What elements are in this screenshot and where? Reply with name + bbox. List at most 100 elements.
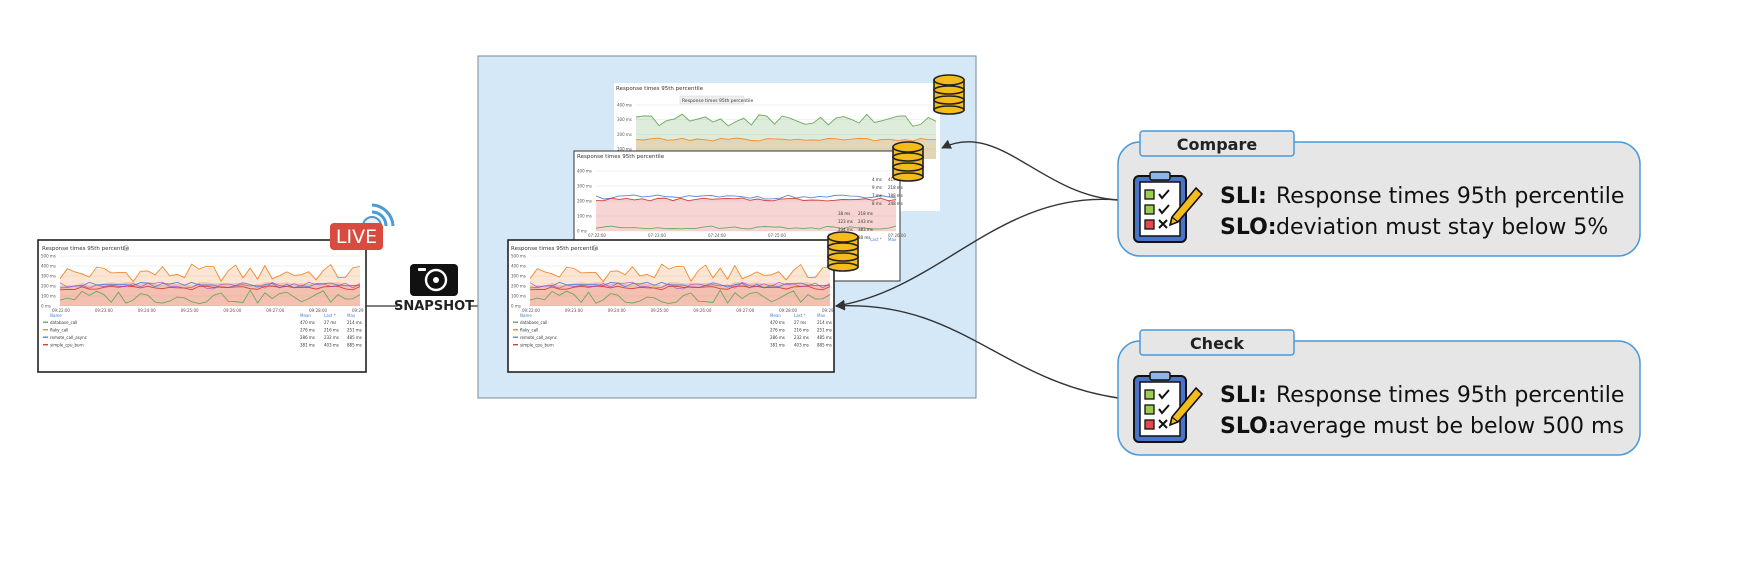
compare-tab-label: Compare: [1177, 135, 1258, 154]
legend-max: 383 ms: [858, 227, 873, 232]
legend-mean: 470 ms: [770, 320, 785, 325]
legend-name: database_call: [50, 320, 77, 325]
check-tab: [1139, 329, 1295, 356]
compare-sli-text: Response times 95th percentile: [1276, 184, 1624, 209]
series-line-blue: [529, 281, 831, 289]
x-tick-label: 09:25:00: [181, 308, 199, 313]
y-tick-label: 400 ms: [41, 264, 56, 269]
y-tick-label: 200 ms: [617, 132, 632, 137]
wifi-icon-arc-2: [371, 203, 395, 227]
x-tick-label: 09:29: [352, 308, 364, 313]
y-tick-label: 300 ms: [617, 117, 632, 122]
series-line-green: [595, 225, 897, 230]
info-icon: [592, 245, 598, 251]
legend-mean: 381 ms: [770, 343, 785, 348]
back-panel-title: Response times 95th percentile: [616, 86, 704, 92]
series-area-red: [596, 197, 896, 231]
series-line-green: [59, 289, 361, 305]
legend-name: flaky_call: [520, 328, 538, 333]
check-mark: [1158, 189, 1170, 200]
y-tick-label: 300 ms: [41, 274, 56, 279]
pencil: [1168, 186, 1204, 227]
checklist-box: [1144, 404, 1155, 415]
checklist-box: [1144, 419, 1155, 430]
series-line-orange: [635, 137, 937, 142]
legend-max: 885 ms: [347, 343, 362, 348]
camera-icon: [410, 264, 458, 296]
legend-last: 4 ms: [872, 177, 882, 182]
check-slo-text: average must be below 500 ms: [1276, 414, 1624, 439]
legend-max: 248 ms: [888, 201, 903, 206]
legend-max: 188 ms: [888, 193, 903, 198]
legend-max: 214 ms: [817, 320, 832, 325]
legend-mean: 286 ms: [300, 335, 315, 340]
database-layer-rim: [892, 152, 924, 162]
legend-mean: 286 ms: [770, 335, 785, 340]
x-tick-label: 07:24:00: [708, 233, 726, 238]
checklist-box: [1144, 204, 1155, 215]
checklist-box: [1144, 219, 1155, 230]
snapshot-panel-front: Response times 95th percentile 500 ms400…: [507, 239, 835, 373]
series-area-red: [60, 282, 360, 306]
x-tick-label: 07:22:00: [588, 233, 606, 238]
y-tick-label: 200 ms: [41, 284, 56, 289]
legend-name: flaky_call: [50, 328, 68, 333]
legend-name: simple_cpu_burn: [520, 343, 554, 348]
checklist-box: [1144, 189, 1155, 200]
legend-header-max: Max: [817, 313, 826, 318]
legend-swatch: [513, 329, 518, 331]
database-layer-rim: [933, 95, 965, 105]
legend-header-max: Max: [347, 313, 356, 318]
check-slo-label: SLO:: [1220, 414, 1277, 439]
middle-panel-title: Response times 95th percentile: [577, 154, 665, 160]
y-tick-label: 400 ms: [577, 169, 592, 174]
back-panel-tooltip: [679, 95, 745, 105]
y-tick-label: 500 ms: [511, 254, 526, 259]
legend-swatch: [43, 321, 48, 323]
x-tick-label: 09:27:00: [736, 308, 754, 313]
y-tick-label: 100 ms: [577, 214, 592, 219]
y-tick-label: 0 ms: [511, 304, 521, 309]
database-layer-rim: [892, 172, 924, 182]
series-area-red: [530, 282, 830, 306]
x-tick-label: 07:23:00: [648, 233, 666, 238]
legend-max: 485 ms: [347, 335, 362, 340]
clipboard-clip: [1149, 371, 1171, 381]
legend-mean: 470 ms: [300, 320, 315, 325]
pencil: [1168, 386, 1204, 427]
database-icon: [827, 231, 859, 272]
y-tick-label: 0 ms: [577, 229, 587, 234]
cross-mark: [1158, 419, 1168, 429]
y-tick-label: 400 ms: [617, 103, 632, 108]
legend-last: 216 ms: [324, 328, 339, 333]
legend-last: 38 ms: [838, 211, 850, 216]
x-tick-label: 09:22:00: [52, 308, 70, 313]
legend-swatch: [43, 344, 48, 346]
series-line-orange: [529, 263, 831, 283]
series-line-purple: [529, 281, 831, 290]
checklist-box: [1144, 389, 1155, 400]
legend-max: 885 ms: [817, 343, 832, 348]
legend-last: 123 ms: [838, 219, 853, 224]
database-icon: [933, 74, 965, 115]
legend-name: database_call: [520, 320, 547, 325]
cross-mark: [1158, 219, 1168, 229]
database-top: [827, 231, 859, 243]
legend-max: 214 ms: [347, 320, 362, 325]
check-tab-label: Check: [1190, 334, 1244, 353]
database-layer-rim: [933, 105, 965, 115]
check-connector: [835, 300, 1119, 399]
front-panel-title: Response times 95th percentile: [511, 246, 599, 252]
check-mark: [1158, 404, 1170, 415]
legend-swatch: [513, 321, 518, 323]
pencil-tip-line: [1171, 416, 1179, 423]
legend-header-last: Last *: [324, 313, 336, 318]
check-card-bg: [1117, 340, 1641, 456]
checklist-icon: [1133, 171, 1204, 243]
series-line-green: [635, 113, 937, 127]
x-tick-label: 09:28:00: [309, 308, 327, 313]
series-line-red: [529, 285, 831, 291]
check-card: Check SLI: Response times 95th percentil…: [1117, 329, 1641, 456]
compare-connector-front: [835, 198, 1119, 310]
compare-slo-text: deviation must stay below 5%: [1276, 215, 1608, 240]
